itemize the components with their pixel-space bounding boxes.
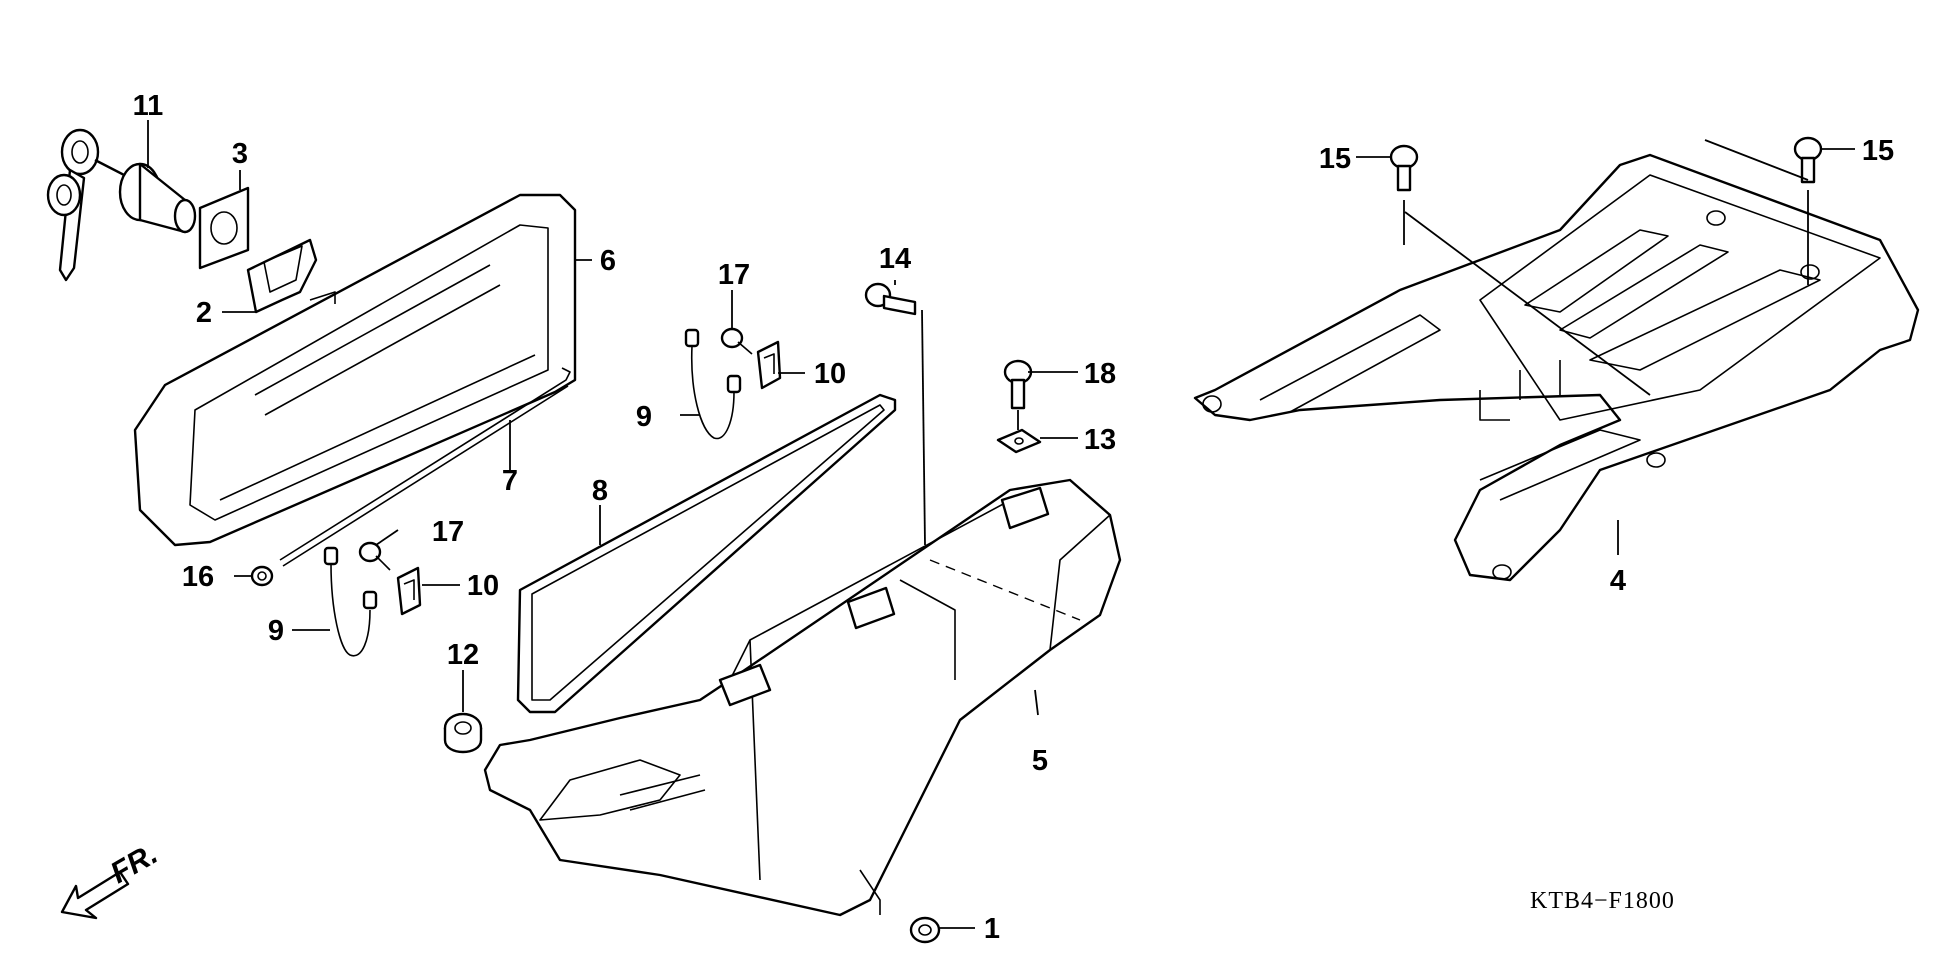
callout-15-left: 15 bbox=[1319, 143, 1351, 175]
leader-lines bbox=[147, 120, 1855, 929]
callout-7: 7 bbox=[502, 465, 518, 497]
storage-box-part bbox=[483, 478, 1122, 917]
clip-nut-lower-part bbox=[396, 566, 422, 616]
wire-lower-part bbox=[323, 546, 378, 657]
callout-2: 2 bbox=[196, 297, 212, 329]
callout-8: 8 bbox=[592, 475, 608, 507]
bolt-18-part bbox=[1003, 359, 1033, 410]
bolt-14-part bbox=[864, 282, 917, 316]
grommet-12-part bbox=[443, 712, 483, 754]
callout-15-right: 15 bbox=[1862, 135, 1894, 167]
callout-9-lower: 9 bbox=[268, 615, 284, 647]
nut-13-part bbox=[996, 428, 1042, 454]
callout-4: 4 bbox=[1610, 565, 1626, 597]
callout-16: 16 bbox=[182, 561, 214, 593]
front-arrow-icon bbox=[60, 870, 130, 920]
screw-upper-part bbox=[720, 327, 753, 355]
callout-10-upper: 10 bbox=[814, 358, 846, 390]
callout-18: 18 bbox=[1084, 358, 1116, 390]
front-direction-marker: FR. bbox=[60, 837, 163, 920]
diagram-code: KTB4−F1800 bbox=[1530, 888, 1675, 914]
callout-17-lower: 17 bbox=[432, 516, 464, 548]
callout-6: 6 bbox=[600, 245, 616, 277]
grommet-part bbox=[250, 565, 274, 587]
callout-11: 11 bbox=[133, 90, 164, 122]
bolt-1-part bbox=[909, 916, 941, 944]
screw-lower-part bbox=[358, 541, 391, 571]
callout-14: 14 bbox=[879, 243, 911, 275]
bolt-15-left-part bbox=[1389, 144, 1419, 192]
clip-part bbox=[246, 238, 318, 314]
bolt-15-right-part bbox=[1793, 136, 1823, 184]
callout-9-upper: 9 bbox=[636, 401, 652, 433]
plate-part bbox=[198, 186, 250, 270]
callout-3: 3 bbox=[232, 138, 248, 170]
lid-part bbox=[133, 193, 577, 547]
callout-12: 12 bbox=[447, 639, 479, 671]
callout-1: 1 bbox=[984, 913, 1000, 945]
key-cylinder-part bbox=[46, 128, 197, 282]
callout-10-lower: 10 bbox=[467, 570, 499, 602]
floor-panel-part bbox=[1193, 153, 1920, 582]
seal-part bbox=[516, 393, 897, 714]
rod-part bbox=[279, 367, 571, 567]
callout-labels: 11 3 2 6 7 8 16 9 17 10 12 9 17 10 14 18… bbox=[133, 90, 1894, 945]
wire-upper-part bbox=[684, 328, 742, 440]
callout-5: 5 bbox=[1032, 745, 1048, 777]
callout-17-upper: 17 bbox=[718, 259, 750, 291]
clip-nut-upper-part bbox=[756, 340, 782, 390]
callout-13: 13 bbox=[1084, 424, 1116, 456]
